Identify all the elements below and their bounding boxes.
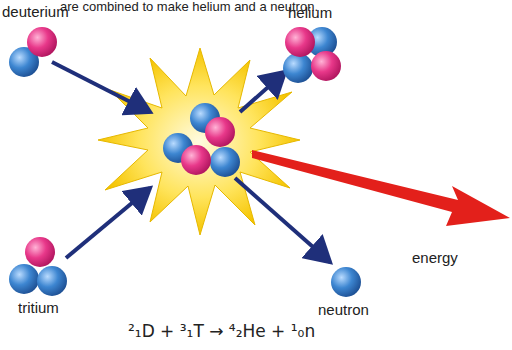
tritium-nucleus [9, 237, 67, 296]
helium-nucleus [283, 27, 341, 83]
reaction-equation: ²₁D + ³₁T → ⁴₂He + ¹₀n [128, 322, 315, 341]
deuterium-nucleus [9, 27, 57, 77]
header-fragment: are combined to make helium and a neutro… [60, 0, 318, 14]
particle-label: helium [288, 5, 332, 22]
fusing-nucleons [163, 103, 240, 177]
neutron-particle [331, 267, 361, 297]
particle-label: neutron [318, 302, 369, 319]
energy-arrow [252, 150, 510, 226]
particle-label: tritium [18, 300, 59, 317]
energy-label: energy [412, 250, 458, 267]
particle-label: deuterium [2, 4, 69, 21]
